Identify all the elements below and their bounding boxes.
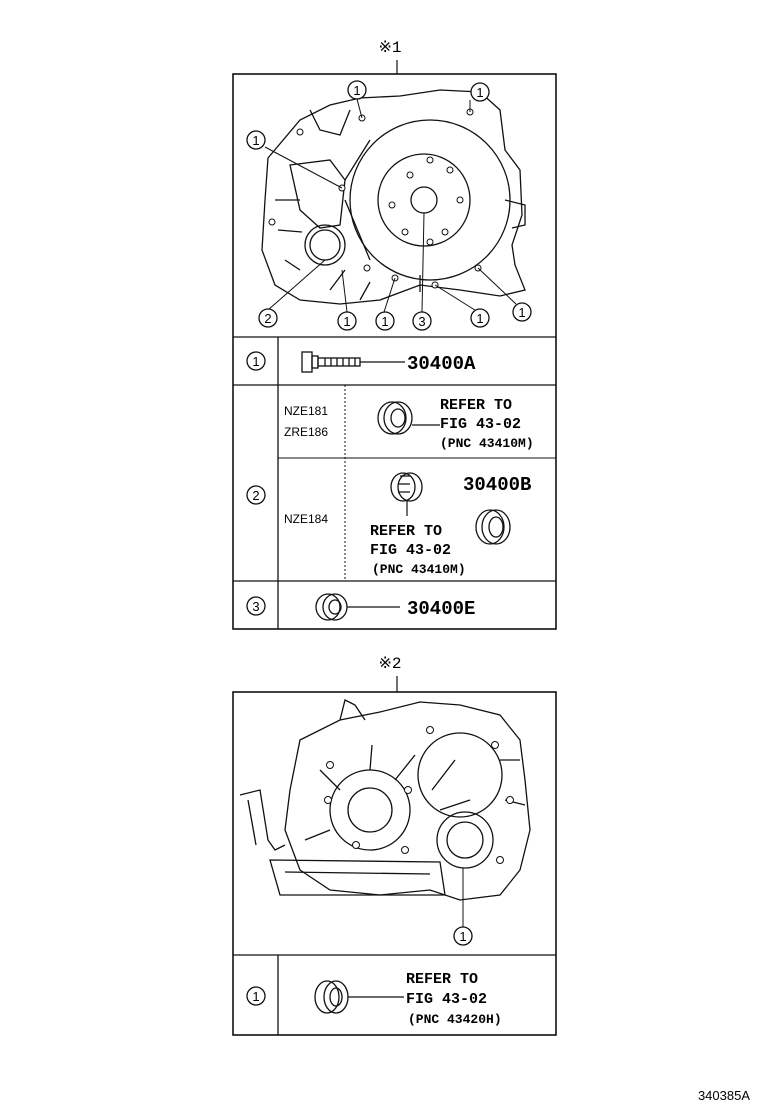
svg-text:1: 1 (476, 85, 483, 100)
refer-to-text-b: REFER TO (370, 523, 442, 540)
bearing-icon (390, 472, 423, 502)
svg-text:2: 2 (252, 488, 259, 503)
transmission-case-lower-drawing (239, 699, 531, 901)
oil-seal-icon-c (315, 593, 348, 621)
refer-to-text-lower: REFER TO (406, 971, 478, 988)
svg-text:1: 1 (343, 314, 350, 329)
svg-text:1: 1 (252, 354, 259, 369)
part-number-30400A: 30400A (407, 353, 476, 375)
refer-fig-a: FIG 43-02 (440, 416, 521, 433)
svg-text:1: 1 (459, 929, 466, 944)
row-1-label: 1 (246, 351, 266, 371)
row-2-label: 2 (246, 485, 266, 505)
refer-fig-lower: FIG 43-02 (406, 991, 487, 1008)
svg-text:1: 1 (518, 305, 525, 320)
svg-text:1: 1 (381, 314, 388, 329)
lower-row-1-label: 1 (246, 986, 266, 1006)
transmission-case-upper-drawing (261, 89, 526, 305)
svg-text:1: 1 (353, 83, 360, 98)
refer-pnc-b: (PNC 43410M) (372, 562, 466, 577)
lower-callouts: 1 (453, 926, 473, 946)
refer-to-text-a: REFER TO (440, 397, 512, 414)
svg-text:1: 1 (252, 133, 259, 148)
upper-marker: ※1 (378, 39, 401, 57)
lower-frame (232, 691, 557, 1036)
upper-frame (232, 73, 557, 630)
svg-text:3: 3 (418, 314, 425, 329)
part-number-30400E: 30400E (407, 598, 475, 620)
row-3-label: 3 (246, 596, 266, 616)
refer-pnc-lower: (PNC 43420H) (408, 1012, 502, 1027)
svg-text:2: 2 (264, 311, 271, 326)
oil-seal-icon-lower (314, 980, 349, 1014)
refer-pnc-a: (PNC 43410M) (440, 436, 534, 451)
part-number-30400B: 30400B (463, 474, 531, 496)
oil-seal-icon-b (475, 509, 511, 545)
svg-text:1: 1 (476, 311, 483, 326)
lower-marker: ※2 (378, 655, 401, 673)
upper-callouts: 1 1 1 2 1 1 3 1 1 (246, 80, 532, 331)
svg-text:1: 1 (252, 989, 259, 1004)
svg-text:3: 3 (252, 599, 259, 614)
model-nze184: NZE184 (284, 512, 328, 526)
model-nze181: NZE181 (284, 404, 328, 418)
refer-fig-b: FIG 43-02 (370, 542, 451, 559)
model-zre186: ZRE186 (284, 425, 328, 439)
oil-seal-icon (377, 401, 413, 435)
diagram-id: 340385A (698, 1088, 750, 1103)
bolt-icon (301, 351, 361, 373)
